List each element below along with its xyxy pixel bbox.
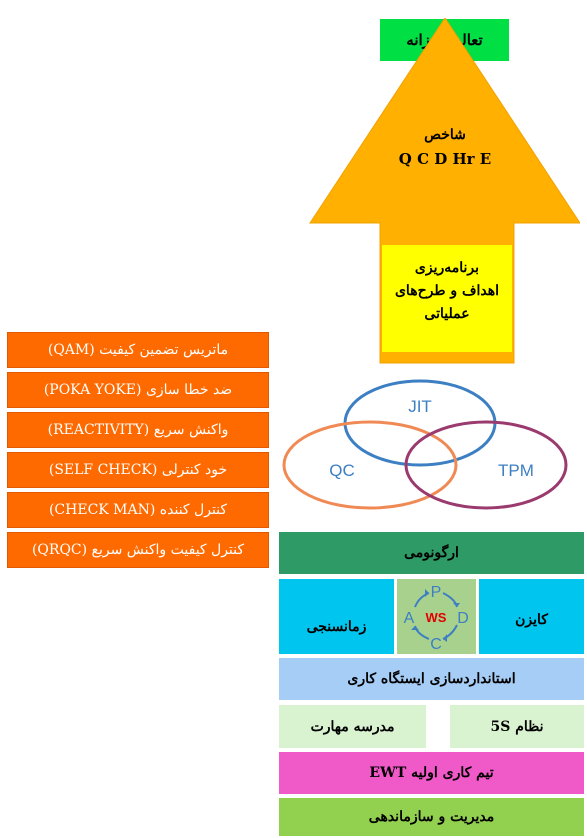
standardization-label: استانداردسازی ایستگاه کاری [347, 671, 516, 687]
quality-tool-item: کنترل کیفیت واکنش سریع (QRQC) [7, 532, 269, 568]
pdca-cycle-graphic: P D C A WS [404, 584, 469, 653]
venn-label-qc: QC [329, 461, 355, 480]
time-study-pillar: زمانسنجی [279, 579, 394, 654]
arrow-title: شاخص [424, 127, 466, 143]
five-s-label: نظام 5S [490, 718, 544, 735]
venn-diagram: JIT QC TPM [282, 379, 568, 510]
pdca-c: C [430, 636, 442, 653]
pdca-ws: WS [426, 610, 447, 625]
kaizen-label: کایزن [515, 611, 548, 628]
ergonomics-label: ارگونومی [404, 545, 459, 561]
management-label: مدیریت و سازماندهی [368, 809, 495, 825]
venn-circle-tpm [404, 420, 568, 510]
pdca-a: A [404, 610, 415, 627]
venn-label-tpm: TPM [498, 461, 534, 480]
quality-tools-list: ماتریس تضمین کیفیت (QAM) ضد خطا سازی (PO… [7, 332, 269, 572]
arrow-subtitle: Q C D Hr E [398, 150, 492, 168]
skills-school-box: مدرسه مهارت [279, 705, 426, 748]
planning-box: برنامه‌ریزی اهداف و طرح‌های عملیاتی [382, 245, 512, 352]
ewt-bar: تیم کاری اولیه EWT [279, 752, 584, 794]
planning-line-2: اهداف و طرح‌های [394, 283, 500, 299]
skills-school-label: مدرسه مهارت [310, 718, 395, 735]
quality-tool-item: خود کنترلی (SELF CHECK) [7, 452, 269, 488]
kaizen-pillar: کایزن [479, 579, 584, 654]
five-s-box: نظام 5S [450, 705, 584, 748]
pdca-cycle: P D C A WS [397, 579, 476, 654]
quality-tool-item: کنترل کننده (CHECK MAN) [7, 492, 269, 528]
ewt-label: تیم کاری اولیه EWT [369, 765, 494, 781]
venn-label-jit: JIT [408, 397, 432, 416]
ergonomics-bar: ارگونومی [279, 532, 584, 574]
planning-line-1: برنامه‌ریزی [414, 260, 480, 276]
management-bar: مدیریت و سازماندهی [279, 798, 584, 836]
pdca-arrow-ca [414, 625, 430, 640]
quality-tool-item: ضد خطا سازی (POKA YOKE) [7, 372, 269, 408]
venn-circle-qc [282, 420, 458, 510]
quality-tool-item: ماتریس تضمین کیفیت (QAM) [7, 332, 269, 368]
pdca-d: D [457, 610, 469, 627]
arrow-shape [309, 18, 580, 364]
planning-line-3: عملیاتی [424, 306, 470, 322]
quality-tool-item: واکنش سریع (REACTIVITY) [7, 412, 269, 448]
time-study-label: زمانسنجی [306, 618, 367, 635]
pdca-p: P [431, 584, 442, 601]
indicator-arrow [309, 18, 580, 364]
pdca-arrow-pd [442, 592, 458, 608]
standardization-bar: استانداردسازی ایستگاه کاری [279, 658, 584, 700]
